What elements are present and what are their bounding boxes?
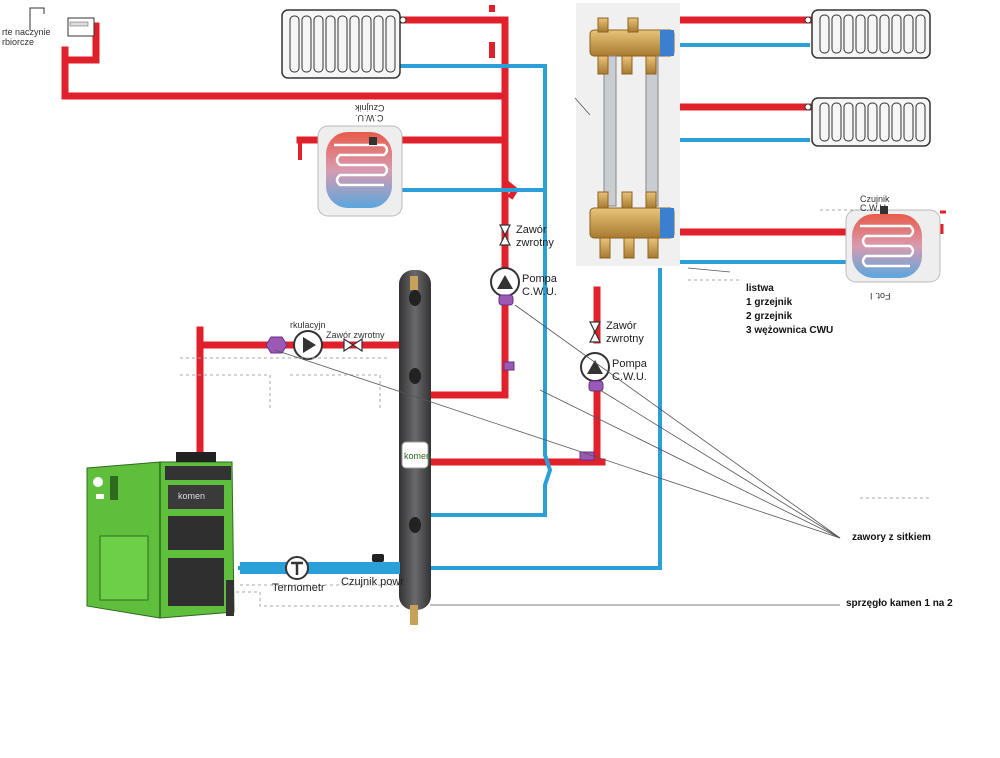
check-valve-2 bbox=[589, 321, 601, 343]
thermometer-label: Termometr bbox=[272, 582, 325, 594]
expansion-vessel-label-2: rbiorcze bbox=[2, 37, 35, 47]
radiator-top-center bbox=[281, 9, 407, 79]
legend-item: 1 grzejnik bbox=[746, 297, 793, 308]
pump-cwu-1-label: Pompa bbox=[522, 273, 557, 285]
manifold-legend: listwa 1 grzejnik 2 grzejnik 3 wężownica… bbox=[746, 282, 833, 338]
hot-water-tank-center bbox=[317, 125, 403, 217]
power-sensor-label: Czujnik powr bbox=[341, 576, 404, 588]
expansion-vessel bbox=[29, 7, 95, 37]
pump-cwu-1-label-2: C.W.U. bbox=[522, 286, 557, 298]
supply-pipes bbox=[61, 16, 854, 466]
pump-cwu-2-label: Pompa bbox=[612, 358, 647, 370]
boiler bbox=[86, 452, 235, 619]
boiler-check-valve-label: Zawór zwrotny bbox=[326, 330, 385, 340]
note-coupler: sprzęgło kamen 1 na 2 bbox=[846, 598, 953, 609]
radiator-right-2 bbox=[804, 97, 931, 147]
boiler-brand: komen bbox=[178, 491, 206, 501]
legend-item: 3 wężownica CWU bbox=[746, 325, 834, 336]
check-valve-1-label: Zawór bbox=[516, 224, 547, 236]
radiator-right-1 bbox=[804, 9, 931, 59]
legend-item: 2 grzejnik bbox=[746, 311, 793, 322]
coupler-brand: komen bbox=[404, 451, 432, 461]
manifold bbox=[576, 3, 680, 266]
pump-cwu-2 bbox=[580, 352, 610, 382]
circulation-pump-label: rkulacyjn bbox=[290, 320, 326, 330]
legend-title: listwa bbox=[746, 283, 774, 294]
hot-water-tank-right bbox=[845, 206, 941, 283]
strainer-valve bbox=[265, 294, 604, 461]
expansion-vessel-label: rte naczynie bbox=[2, 27, 51, 37]
wiring-dashed bbox=[180, 209, 930, 607]
check-valve-1-label-2: zwrotny bbox=[516, 237, 554, 249]
thermometer bbox=[240, 556, 400, 580]
pump-cwu-1 bbox=[490, 267, 520, 297]
circulation-pump bbox=[293, 330, 323, 360]
hydraulic-coupler bbox=[399, 270, 431, 625]
sensor-cwu-right-label: Czujnik bbox=[860, 194, 890, 204]
leader-lines bbox=[274, 97, 841, 606]
check-valve-2-label-2: zwrotny bbox=[606, 333, 644, 345]
fot-label: Fot. I bbox=[870, 291, 891, 301]
check-valve-2-label: Zawór bbox=[606, 320, 637, 332]
check-valve-boiler bbox=[343, 337, 363, 353]
power-sensor bbox=[372, 554, 384, 562]
sensor-cwu-top-label-2: Czujnik bbox=[355, 103, 385, 113]
check-valve-1 bbox=[499, 224, 511, 246]
pump-cwu-2-label-2: C.W.U. bbox=[612, 371, 647, 383]
note-strainer-valves: zawory z sitkiem bbox=[852, 532, 931, 543]
sensor-cwu-right-label-2: C.W.U. bbox=[860, 203, 889, 213]
